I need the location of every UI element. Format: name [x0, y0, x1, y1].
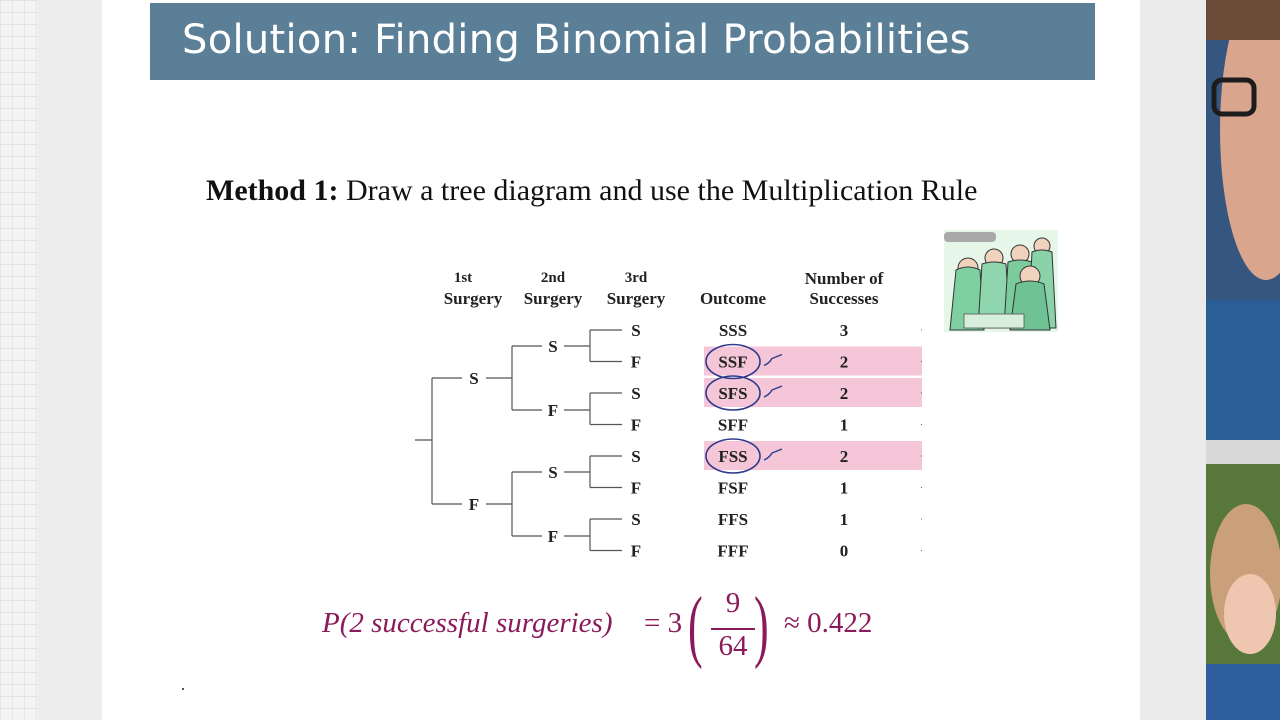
method-text: Draw a tree diagram and use the Multipli…	[345, 174, 978, 207]
webcam-separator	[1206, 440, 1280, 464]
formula-left-paren: (	[688, 582, 703, 670]
method-label: Method 1:	[206, 174, 339, 207]
header-outcome: Outcome	[700, 289, 767, 308]
formula-equals: = 3	[644, 607, 683, 639]
successes-cell: 1	[840, 510, 849, 529]
highlight-band	[704, 346, 922, 376]
level3-node-F: F	[631, 416, 641, 435]
level3-node-F: F	[631, 542, 641, 561]
right-margin	[1140, 0, 1206, 720]
level2-node-F: F	[548, 401, 558, 420]
level3-node-S: S	[631, 447, 640, 466]
title-bar: Solution: Finding Binomial Probabilities	[150, 3, 1095, 80]
annotation-checkmark	[763, 385, 783, 398]
outcome-cell: FSF	[718, 479, 748, 498]
outcome-cell: FFS	[718, 510, 748, 529]
header-surgery3-ord: 3rd	[625, 270, 648, 286]
slide-canvas: Solution: Finding Binomial Probabilities…	[102, 0, 1140, 720]
header-surgery1-ord: 1st	[454, 270, 472, 286]
successes-cell: 2	[840, 353, 849, 372]
level2-node-F: F	[548, 527, 558, 546]
left-margin	[38, 0, 102, 720]
outcome-cell: FSS	[718, 447, 747, 466]
successes-cell: 3	[840, 321, 849, 340]
formula-denominator: 64	[718, 630, 748, 662]
surgeons-illustration	[944, 230, 1058, 332]
outcome-cell: SSF	[718, 353, 747, 372]
formula-approx: ≈ 0.422	[784, 607, 873, 639]
header-successes-line1: Number of	[805, 269, 884, 288]
level3-node-F: F	[631, 353, 641, 372]
annotation-checkmark	[763, 448, 783, 461]
level1-node-F: F	[469, 495, 479, 514]
formula-right-paren: )	[754, 582, 769, 670]
binomial-formula: P(2 successful surgeries) = 3 ( 9 64 ) ≈…	[322, 582, 882, 670]
formula-fraction-bar	[711, 628, 755, 630]
header-successes-line2: Successes	[810, 289, 879, 308]
highlight-band	[704, 378, 922, 407]
annotation-checkmark	[763, 353, 783, 367]
method-statement: Method 1: Draw a tree diagram and use th…	[206, 172, 1056, 210]
outcome-cell: SFS	[718, 384, 747, 403]
highlight-band	[704, 441, 922, 470]
stray-dot	[182, 688, 184, 690]
left-gutter	[0, 0, 38, 720]
header-surgery1: Surgery	[444, 289, 503, 308]
formula-lhs: P(2 successful surgeries)	[322, 607, 613, 639]
level3-node-S: S	[631, 321, 640, 340]
level3-node-S: S	[631, 384, 640, 403]
webcam-bottom-feed	[1206, 464, 1280, 720]
successes-cell: 0	[840, 542, 849, 561]
successes-cell: 2	[840, 384, 849, 403]
header-surgery2: Surgery	[524, 289, 583, 308]
level2-node-S: S	[548, 337, 557, 356]
header-surgery3: Surgery	[607, 289, 666, 308]
level3-node-S: S	[631, 510, 640, 529]
level2-node-S: S	[548, 463, 557, 482]
outcome-cell: SSS	[719, 321, 747, 340]
slide-title: Solution: Finding Binomial Probabilities	[182, 17, 971, 63]
formula-numerator: 9	[725, 587, 741, 619]
annotation-circle	[705, 375, 761, 411]
successes-cell: 1	[840, 479, 849, 498]
level3-node-F: F	[631, 479, 641, 498]
outcome-cell: FFF	[717, 542, 748, 561]
header-surgery2-ord: 2nd	[541, 270, 566, 286]
annotation-circle	[705, 438, 761, 474]
annotation-circle	[705, 343, 761, 380]
successes-cell: 1	[840, 416, 849, 435]
successes-cell: 2	[840, 447, 849, 466]
webcam-top-feed	[1206, 0, 1280, 440]
level1-node-S: S	[469, 369, 478, 388]
outcome-cell: SFF	[718, 416, 748, 435]
